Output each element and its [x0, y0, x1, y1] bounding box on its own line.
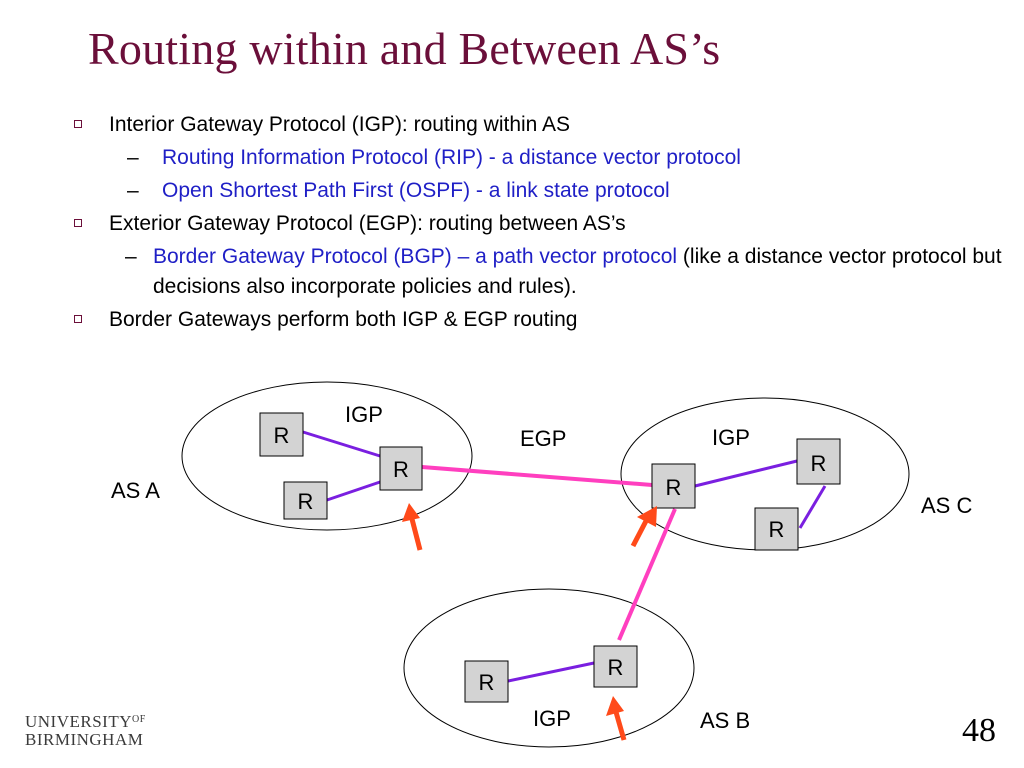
svg-text:R: R	[479, 670, 495, 695]
square-bullet-icon	[74, 219, 82, 227]
igp-label-a: IGP	[345, 402, 383, 427]
arrow-icon	[630, 506, 657, 548]
egp-label: EGP	[520, 426, 566, 451]
igp-label-c: IGP	[712, 425, 750, 450]
sub-bullet-bgp: – Border Gateway Protocol (BGP) – a path…	[72, 242, 1002, 302]
bullet-text: Interior Gateway Protocol (IGP): routing…	[109, 113, 571, 136]
logo-line1-sup: OF	[132, 714, 146, 725]
bullet-egp: Exterior Gateway Protocol (EGP): routing…	[72, 209, 1002, 239]
page-number: 48	[962, 712, 996, 749]
dash-bullet: –	[125, 245, 137, 268]
svg-text:R: R	[666, 475, 682, 500]
logo-line1: UNIVERSITY	[25, 712, 132, 731]
router-a-border: R	[379, 446, 423, 491]
logo-line2: BIRMINGHAM	[25, 730, 144, 749]
as-a-label: AS A	[111, 478, 160, 503]
dash-bullet: –	[127, 179, 139, 202]
svg-text:R: R	[274, 423, 290, 448]
svg-text:R: R	[393, 457, 409, 482]
square-bullet-icon	[74, 120, 82, 128]
sub-bullet-ospf: – Open Shortest Path First (OSPF) - a li…	[72, 176, 1002, 206]
arrow-icon	[606, 696, 627, 741]
dash-bullet: –	[127, 146, 139, 169]
arrow-icon	[402, 503, 423, 551]
router-a2: R	[283, 481, 328, 520]
sub-bullet-text-blue: Border Gateway Protocol (BGP) – a path v…	[153, 245, 678, 268]
bullet-border-gateways: Border Gateways perform both IGP & EGP r…	[72, 305, 1002, 335]
sub-bullet-text-black: (like a distance vector protocol but dec…	[153, 245, 1002, 298]
as-c-label: AS C	[921, 493, 972, 518]
igp-link-c1	[694, 459, 798, 488]
igp-link-b1	[507, 661, 595, 683]
svg-text:R: R	[811, 451, 827, 476]
igp-label-b: IGP	[533, 706, 571, 731]
router-c-border: R	[651, 463, 696, 509]
router-a1: R	[259, 412, 304, 457]
square-bullet-icon	[74, 315, 82, 323]
bullet-text: Border Gateways perform both IGP & EGP r…	[109, 308, 578, 331]
as-a-ellipse	[181, 381, 473, 531]
bullet-list: Interior Gateway Protocol (IGP): routing…	[72, 110, 1002, 338]
egp-link-a-c	[421, 465, 653, 487]
router-b-border: R	[593, 645, 638, 688]
bullet-text: Exterior Gateway Protocol (EGP): routing…	[109, 212, 626, 235]
igp-link-a2	[326, 480, 381, 502]
as-b-label: AS B	[700, 708, 750, 733]
egp-link-c-b	[617, 508, 677, 641]
slide-title: Routing within and Between AS’s	[88, 23, 721, 74]
sub-bullet-rip: – Routing Information Protocol (RIP) - a…	[72, 143, 1002, 173]
svg-text:R: R	[769, 517, 785, 542]
svg-text:R: R	[298, 489, 314, 514]
bullet-igp: Interior Gateway Protocol (IGP): routing…	[72, 110, 1002, 140]
sub-bullet-text: Routing Information Protocol (RIP) - a d…	[162, 146, 741, 169]
svg-text:R: R	[608, 655, 624, 680]
igp-link-a1	[302, 430, 381, 458]
router-c1: R	[796, 438, 841, 485]
sub-bullet-text: Open Shortest Path First (OSPF) - a link…	[162, 179, 670, 202]
igp-link-c2	[798, 485, 827, 529]
as-b-ellipse	[403, 588, 695, 748]
router-b1: R	[464, 660, 509, 703]
university-logo: UNIVERSITYOF BIRMINGHAM	[25, 711, 146, 749]
router-c2: R	[754, 507, 799, 551]
